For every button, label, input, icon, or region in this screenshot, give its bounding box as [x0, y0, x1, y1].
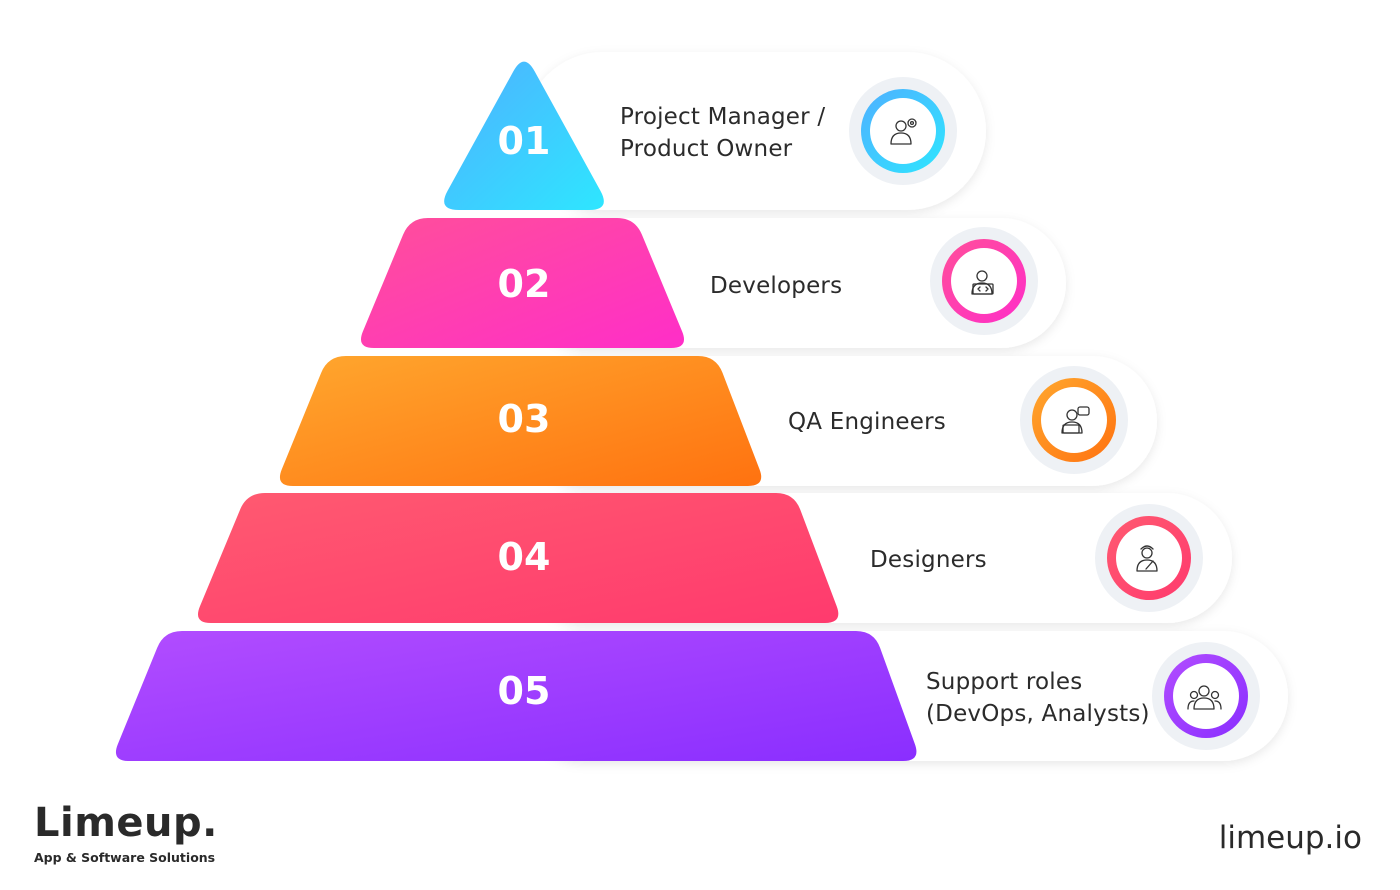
tier-label-line: QA Engineers — [788, 409, 946, 435]
tier-label: QA Engineers — [788, 406, 946, 438]
brand-logo: Limeup. App & Software Solutions — [34, 800, 218, 865]
designer-pencil-icon — [1095, 504, 1203, 612]
pyramid-tier-05 — [115, 631, 917, 761]
tier-label: Developers — [710, 270, 842, 302]
tier-label-line: Support roles — [926, 669, 1083, 695]
tier-label: Designers — [870, 544, 987, 576]
qa-engineer-code-bubble-icon — [1020, 366, 1128, 474]
pyramid-tier-01 — [444, 61, 604, 211]
tier-label: Project Manager / Product Owner — [620, 101, 825, 165]
support-team-group-icon — [1152, 642, 1260, 750]
project-manager-gear-icon — [849, 77, 957, 185]
developer-laptop-code-icon — [930, 227, 1038, 335]
tier-label-line: Project Manager / — [620, 104, 826, 130]
brand-name: Limeup. — [34, 800, 218, 846]
tier-number: 03 — [497, 397, 551, 441]
tier-label-line: (DevOps, Analysts) — [926, 701, 1150, 727]
tier-number: 05 — [497, 669, 551, 713]
tier-number: 01 — [497, 119, 551, 163]
tier-label: Support roles (DevOps, Analysts) — [926, 666, 1150, 730]
tier-label-line: Product Owner — [620, 136, 793, 162]
brand-tagline: App & Software Solutions — [34, 850, 216, 865]
tier-number: 04 — [497, 535, 551, 579]
pyramid-tier-02 — [360, 218, 685, 348]
tier-label-line: Designers — [870, 547, 987, 573]
tier-label-line: Developers — [710, 273, 843, 299]
tier-number: 02 — [497, 262, 551, 306]
pyramid-tier-04 — [197, 493, 839, 623]
website-url: limeup.io — [1218, 820, 1362, 856]
pyramid-tier-03 — [279, 356, 762, 486]
